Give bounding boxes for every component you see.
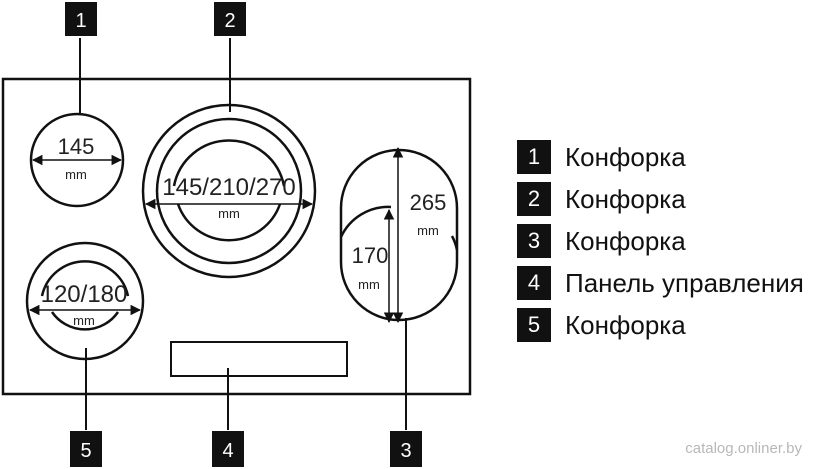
svg-text:3: 3 xyxy=(400,440,411,462)
callout-1: 1 xyxy=(65,2,97,36)
legend-number: 2 xyxy=(517,182,551,216)
legend-number: 5 xyxy=(517,308,551,342)
legend-label: Конфорка xyxy=(565,141,686,172)
callout-3: 3 xyxy=(390,431,422,467)
burner-3-unit-inner: mm xyxy=(358,277,380,292)
legend-label: Конфорка xyxy=(565,309,686,340)
burner-3: 265 mm 170 mm xyxy=(339,146,459,324)
burner-1-unit: mm xyxy=(65,167,87,182)
burner-5-size: 120/180 xyxy=(41,281,128,308)
cooktop-outline xyxy=(1,77,472,396)
legend-item: 4 Панель управления xyxy=(517,262,804,304)
svg-text:2: 2 xyxy=(224,10,235,32)
burner-5-unit: mm xyxy=(73,313,95,328)
legend-label: Конфорка xyxy=(565,225,686,256)
burner-2-unit: mm xyxy=(218,206,240,221)
svg-text:5: 5 xyxy=(80,440,91,462)
burner-3-size-outer: 265 xyxy=(410,190,447,215)
burner-2: 145/210/270 mm xyxy=(141,103,317,279)
burner-1-size: 145 xyxy=(58,134,95,159)
callout-5: 5 xyxy=(70,431,102,467)
svg-text:1: 1 xyxy=(75,10,86,32)
legend-item: 2 Конфорка xyxy=(517,178,804,220)
svg-text:4: 4 xyxy=(222,440,233,462)
callout-2: 2 xyxy=(214,2,246,36)
burner-1: 145 mm xyxy=(29,112,125,208)
legend-label: Панель управления xyxy=(565,267,804,298)
legend-item: 3 Конфорка xyxy=(517,220,804,262)
watermark: catalog.onliner.by xyxy=(685,440,802,457)
legend-item: 5 Конфорка xyxy=(517,304,804,346)
legend-number: 4 xyxy=(517,266,551,300)
burner-3-size-inner: 170 xyxy=(352,243,389,268)
legend-label: Конфорка xyxy=(565,183,686,214)
legend-item: 1 Конфорка xyxy=(517,136,804,178)
control-panel xyxy=(170,341,348,377)
legend-number: 1 xyxy=(517,140,551,174)
burner-5: 120/180 mm xyxy=(25,241,145,361)
legend: 1 Конфорка 2 Конфорка 3 Конфорка 4 Панел… xyxy=(517,136,804,346)
burner-3-unit-outer: mm xyxy=(417,223,439,238)
callout-4: 4 xyxy=(212,431,244,467)
legend-number: 3 xyxy=(517,224,551,258)
burner-2-size: 145/210/270 xyxy=(162,174,295,201)
